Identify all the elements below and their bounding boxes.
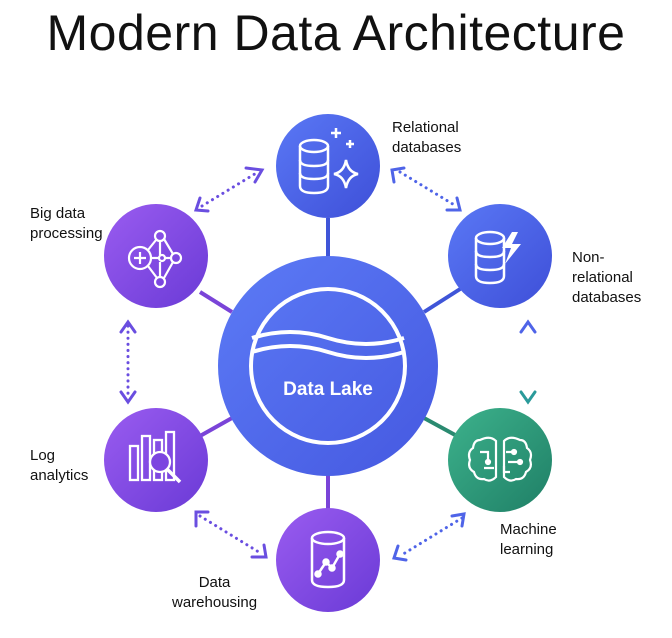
data-lake-node: Data Lake [218,256,438,476]
label-data-warehousing: Data warehousing [172,574,258,611]
relational-databases-node [276,114,380,218]
bar-chart-magnifier-icon [128,430,182,484]
log-analytics-node [104,408,208,512]
dotted-arrow-bigdata-relational [193,166,265,213]
database-sparkle-icon [298,128,359,195]
page-title: Modern Data Architecture [46,5,626,61]
dotted-arrow-warehousing-log [194,510,268,559]
dotted-arrow-log-bigdata [119,319,137,405]
network-plus-icon [127,229,183,289]
dotted-arrow-ml-warehousing [392,512,466,562]
label-machine-learning: Machine learning [500,521,557,558]
data-warehousing-node [276,508,380,612]
connector-log [199,416,233,438]
big-data-processing-node [104,204,208,308]
dotted-arrow-nonrelational-ml [519,319,537,405]
dotted-arrow-relational-nonrelational [390,166,462,212]
label-big-data-processing: Big data processing [30,205,103,242]
brain-circuit-icon [467,436,533,482]
machine-learning-node [448,408,552,512]
connector-bigdata [198,290,234,314]
label-log-analytics: Log analytics [30,447,89,484]
data-lake-label: Data Lake [283,379,373,400]
label-relational-databases: Relational databases [392,119,462,156]
cylinder-chart-icon [310,530,346,589]
non-relational-databases-node [448,204,552,308]
database-lightning-icon [474,230,521,285]
label-non-relational-databases: Non- relational databases [572,249,642,306]
